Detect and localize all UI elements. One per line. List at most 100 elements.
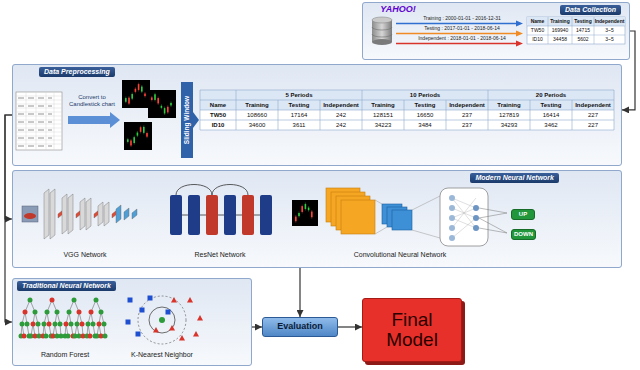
resnet-picture [206,195,218,235]
step-note: Convert to Candlestick chart [64,89,120,113]
vgg-picture [24,213,36,219]
node-label: Final Model [363,310,461,350]
date-range: Testing : 2017-01-01 - 2018-06-14 [404,25,520,32]
knn-picture [128,298,133,303]
table-cell: 16414 [530,110,572,120]
vgg-picture [104,202,109,226]
candlestick-chart [148,90,176,118]
panel-fill [12,2,630,366]
resnet-picture [254,215,260,216]
random-forest-picture [69,322,74,327]
candlestick-chart [135,87,136,93]
spreadsheet-picture [16,92,62,150]
random-forest-picture [55,310,60,315]
candlestick-chart [147,132,148,139]
resnet-picture [200,215,206,216]
node-label: Evaluation [277,322,323,331]
cnn-picture [449,215,455,221]
convert-arrow [68,112,120,128]
candlestick-chart [167,105,168,114]
candlestick-chart [133,137,135,143]
random-forest-picture [36,322,41,327]
panel-fill [12,278,252,366]
random-forest-picture [80,322,85,327]
table-cell: Training [548,17,572,26]
candlestick-chart [122,80,150,108]
logo-text: YAHOO! [374,4,422,16]
cnn-picture [392,210,412,230]
candlestick-chart [141,85,142,93]
flow-arrow [252,326,262,327]
vgg-picture [80,198,85,230]
sliding-window-arrow [181,82,199,158]
random-forest-picture [22,334,27,339]
knn-picture [136,332,141,337]
panel-band: Data Preprocessing [12,64,622,166]
resnet-picture [188,195,200,235]
database-icon [372,39,392,45]
candlestick-chart [129,96,130,105]
resnet-picture [182,215,188,216]
random-forest-picture [77,310,82,315]
table-header: Training [236,100,278,110]
random-forest-picture [33,310,38,315]
date-range: Independent : 2018-01-01 - 2018-06-14 [404,35,520,42]
table-cell: 34458 [548,35,572,44]
table-cell: 5602 [572,35,594,44]
picture-caption: ResNet Network [175,250,265,260]
table-cell: 17164 [278,110,320,120]
candlestick-chart [295,215,296,223]
knn-picture [149,307,175,333]
picture-caption: Convolutional Neural Network [330,250,470,260]
flow-arrow [338,326,362,327]
random-forest-picture [89,310,94,315]
random-forest-picture [102,322,107,327]
table-cell: Name [527,17,548,26]
vgg-picture [68,194,73,234]
random-forest-picture [103,334,108,339]
random-forest-picture [42,322,47,327]
resnet-picture [176,185,248,196]
table-header: Independent [320,100,362,110]
table-cell: 128151 [362,110,404,120]
resnet-picture [260,195,272,235]
cnn-picture [449,195,455,201]
candlestick-chart [305,202,306,210]
table-header: Testing [530,100,572,110]
cnn-picture [449,235,455,241]
process-box: Evaluation [262,317,338,337]
random-forest-picture [86,322,91,327]
source-table-grid [527,17,625,44]
random-forest-picture [25,322,30,327]
candlestick-chart [145,92,146,98]
knn-picture [126,296,204,345]
cnn-picture [473,215,479,221]
table-header: Testing [278,100,320,110]
candlestick-chart [140,126,141,134]
table-cell: 34600 [236,120,278,130]
spreadsheet-picture [16,92,62,150]
candlestick-chart [161,106,163,108]
random-forest-picture [67,310,72,315]
table-cell: 34223 [362,120,404,130]
candlestick-chart [302,205,303,214]
candlestick-chart [171,101,172,107]
candlestick-chart [135,89,137,92]
candlestick-chart [127,139,129,142]
candlestick-chart [157,98,159,103]
random-forest-picture [58,322,63,327]
knn-picture [166,310,171,315]
candlestick-chart [131,94,133,99]
generated-pictures [19,80,319,344]
vgg-picture [44,189,49,239]
spreadsheet-picture [18,98,52,146]
period-arrows [516,21,523,27]
candlestick-chart [122,80,150,108]
knn-picture [153,327,159,333]
random-forest-picture [44,334,49,339]
source-table-grid [527,17,625,26]
resnet-picture [170,195,182,235]
table-cell: 227 [572,110,614,120]
node-label: UP [519,211,527,217]
candlestick-chart [143,127,145,133]
